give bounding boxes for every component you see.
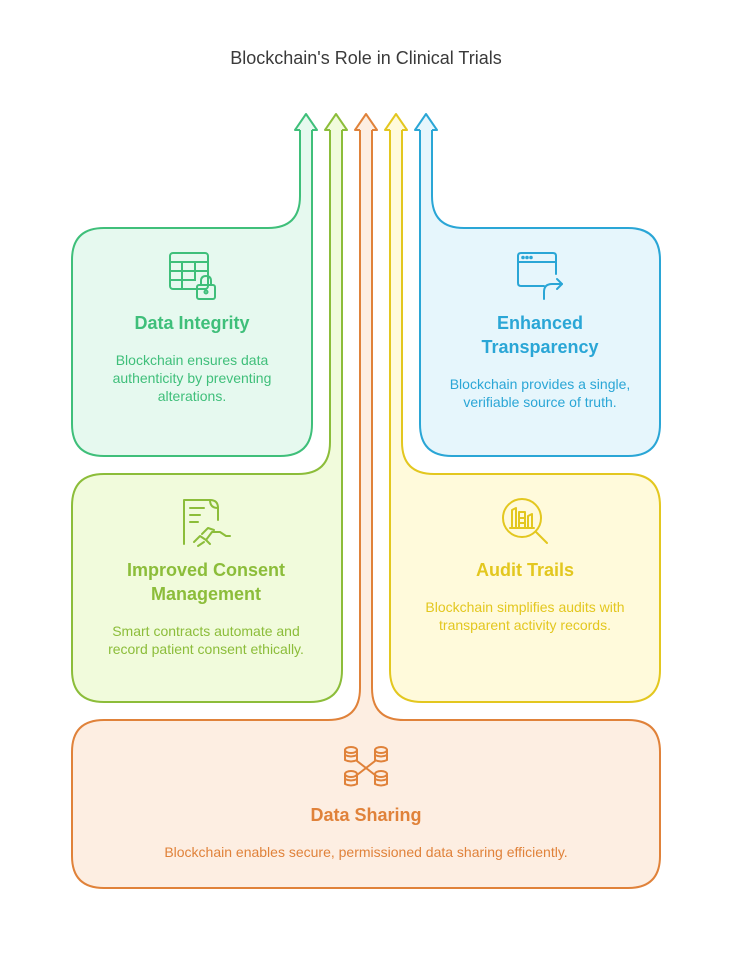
enhanced-transparency-arrowhead xyxy=(414,113,438,131)
data-sharing-title: Data Sharing xyxy=(310,805,422,825)
data-integrity-description: Blockchain ensures data authenticity by … xyxy=(112,352,272,404)
data-sharing-card xyxy=(71,130,661,889)
audit-trails-arrowhead xyxy=(384,113,408,131)
share-window-icon xyxy=(514,250,568,307)
data-sharing-description: Blockchain enables secure, permissioned … xyxy=(164,844,568,860)
enhanced-transparency-description: Blockchain provides a single, verifiable… xyxy=(449,376,631,410)
enhanced-transparency-title: Enhanced Transparency xyxy=(481,313,599,357)
magnify-document-icon xyxy=(498,496,552,553)
improved-consent-arrowhead xyxy=(324,113,348,131)
improved-consent-card xyxy=(71,130,343,703)
data-integrity-arrowhead xyxy=(294,113,318,131)
improved-consent-title: Improved Consent Management xyxy=(126,560,286,604)
audit-trails-title: Audit Trails xyxy=(475,560,574,580)
enhanced-transparency-card xyxy=(419,130,661,457)
locked-table-icon xyxy=(166,250,220,307)
database-network-icon xyxy=(339,741,393,798)
contract-handshake-icon xyxy=(180,496,234,553)
data-sharing-arrowhead xyxy=(354,113,378,131)
data-integrity-card xyxy=(71,130,313,457)
diagram-title: Blockchain's Role in Clinical Trials xyxy=(230,48,502,68)
improved-consent-description: Smart contracts automate and record pati… xyxy=(108,623,304,657)
audit-trails-description: Blockchain simplifies audits with transp… xyxy=(425,599,625,633)
audit-trails-card xyxy=(389,130,661,703)
data-integrity-title: Data Integrity xyxy=(134,313,250,333)
